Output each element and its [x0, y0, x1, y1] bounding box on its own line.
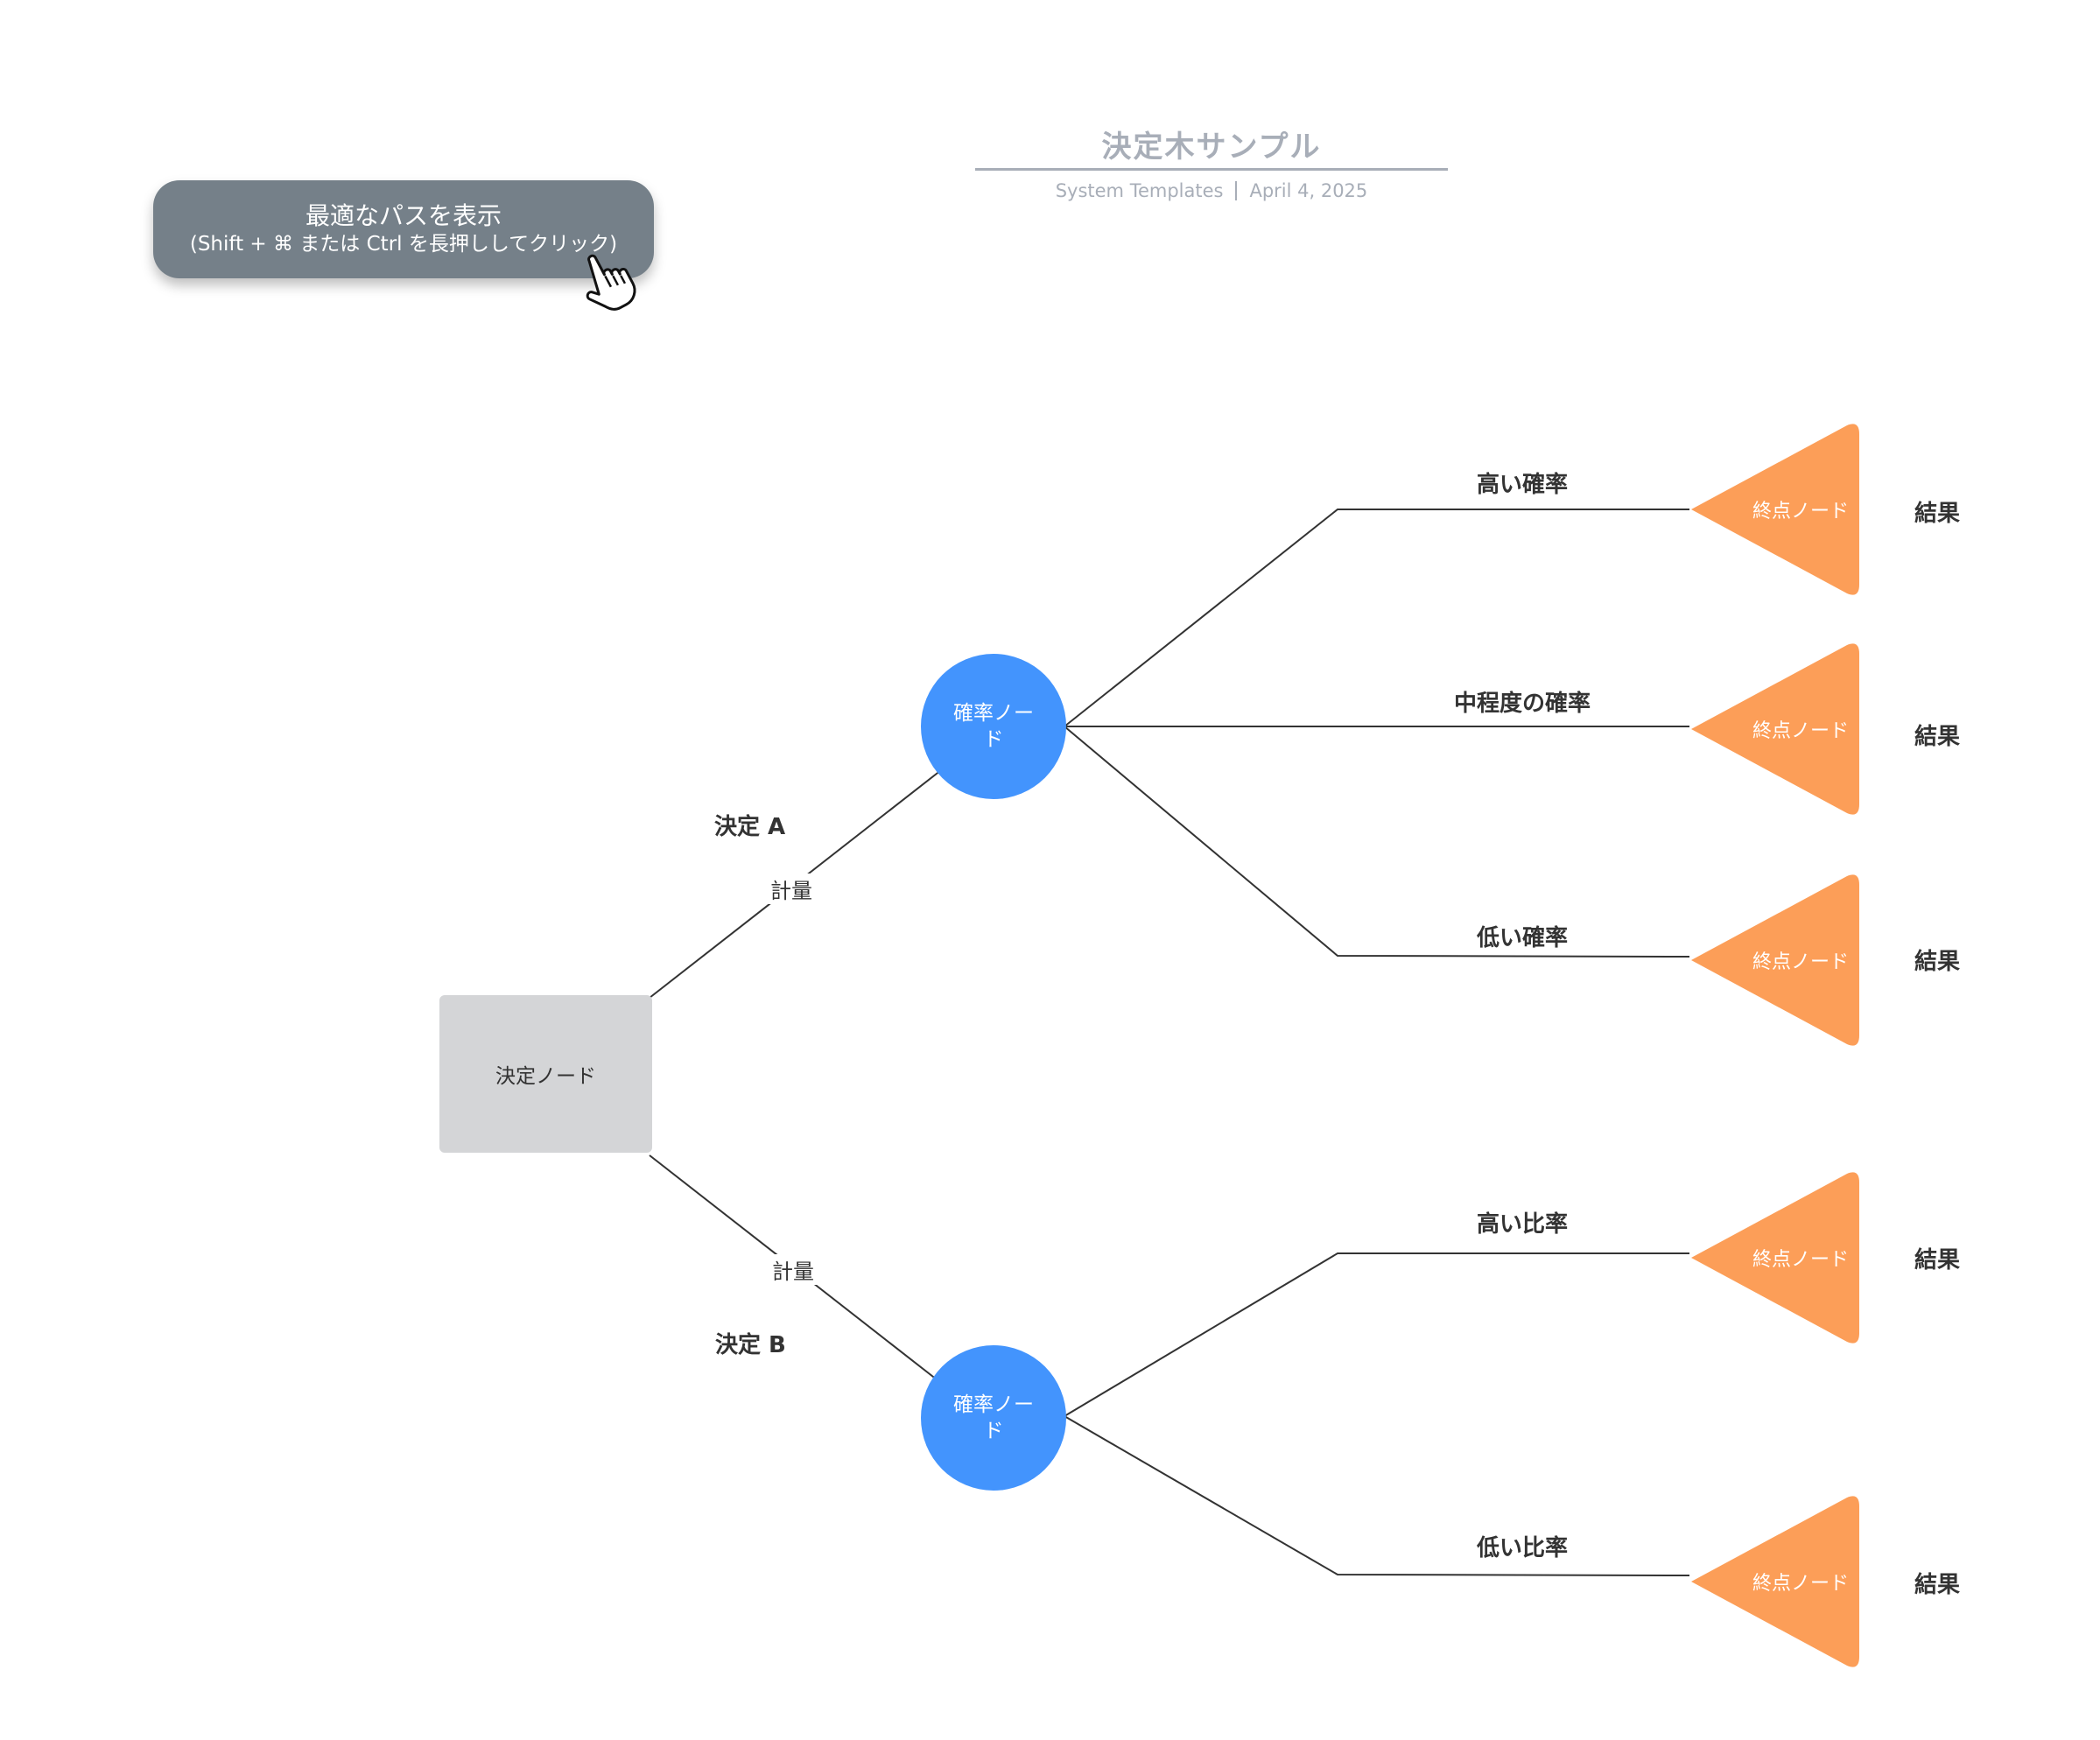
pointer-hand-icon	[586, 254, 636, 311]
outcome-4-branch-label: 高い比率	[1476, 1211, 1568, 1238]
decision-a-label: 決定 A	[714, 814, 786, 840]
decision-b-label: 決定 B	[715, 1332, 786, 1358]
end-node-label: 終点ノード	[1752, 1249, 1849, 1271]
end-node-label: 終点ノード	[1752, 720, 1849, 742]
chance-node-b[interactable]: 確率ノード	[921, 1345, 1066, 1491]
decision-b-metric: 計量	[769, 1254, 818, 1285]
result-label-3: 結果	[1914, 949, 1961, 975]
end-node-3[interactable]: 終点ノード	[1688, 874, 1863, 1046]
result-label-4: 結果	[1914, 1247, 1961, 1273]
button-label: 最適なパスを表示	[305, 201, 502, 230]
decision-node[interactable]: 決定ノード	[439, 995, 652, 1153]
subtitle-separator	[1235, 181, 1238, 200]
chance-node-label: 確率ノード	[953, 1393, 1034, 1442]
end-node-label: 終点ノード	[1752, 951, 1849, 973]
end-node-4[interactable]: 終点ノード	[1688, 1172, 1863, 1344]
connector-outcome-5	[1064, 1415, 1690, 1576]
outcome-3-branch-label: 低い確率	[1476, 925, 1568, 951]
outcome-1-branch-label: 高い確率	[1476, 472, 1568, 498]
result-label-1: 結果	[1914, 501, 1961, 527]
end-node-triangle	[1691, 1172, 1859, 1344]
end-node-triangle	[1691, 643, 1859, 815]
title-underline	[975, 168, 1448, 171]
decision-a-metric: 計量	[767, 874, 816, 904]
end-node-1[interactable]: 終点ノード	[1688, 424, 1863, 595]
chance-node-label: 確率ノード	[953, 702, 1034, 751]
connector-outcome-1	[1064, 509, 1689, 727]
subtitle-source: System Templates	[1055, 180, 1224, 201]
subtitle-date: April 4, 2025	[1249, 180, 1368, 201]
result-label-2: 結果	[1914, 724, 1961, 750]
show-optimal-path-button[interactable]: 最適なパスを表示 (Shift + ⌘ または Ctrl を長押ししてクリック)	[153, 180, 654, 278]
outcome-5-branch-label: 低い比率	[1476, 1535, 1568, 1561]
button-hint: (Shift + ⌘ または Ctrl を長押ししてクリック)	[189, 233, 618, 256]
connector-outcome-4	[1064, 1252, 1689, 1417]
end-node-label: 終点ノード	[1752, 1573, 1849, 1595]
result-label-5: 結果	[1914, 1572, 1961, 1598]
end-node-triangle	[1691, 424, 1859, 595]
page-title: 決定木サンプル	[1101, 130, 1322, 165]
chance-node-a[interactable]: 確率ノード	[921, 654, 1066, 799]
end-node-triangle	[1691, 1496, 1859, 1667]
end-node-5[interactable]: 終点ノード	[1688, 1496, 1863, 1667]
end-node-2[interactable]: 終点ノード	[1688, 643, 1863, 815]
outcome-2-branch-label: 中程度の確率	[1453, 691, 1591, 717]
page-subtitle: System Templates April 4, 2025	[975, 180, 1448, 201]
end-node-label: 終点ノード	[1752, 501, 1849, 523]
connector-outcome-3	[1064, 726, 1690, 958]
decision-node-label: 決定ノード	[495, 1065, 596, 1088]
end-node-triangle	[1691, 874, 1859, 1046]
